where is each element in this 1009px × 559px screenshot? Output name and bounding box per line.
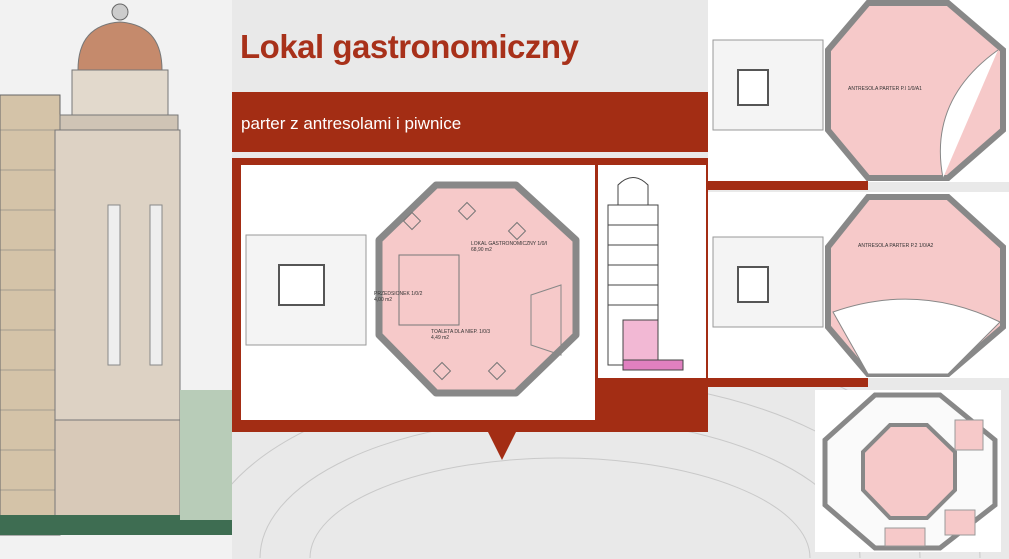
slide-title: Lokal gastronomiczny bbox=[240, 28, 579, 65]
room-area-hall: 4,00 m2 bbox=[374, 297, 392, 303]
ground-floor-plan: LOKAL GASTRONOMICZNY 1/0/I 68,90 m2 PRZE… bbox=[241, 165, 595, 420]
room-area-wc: 4,49 m2 bbox=[431, 335, 449, 341]
basement-plan bbox=[815, 390, 1001, 552]
accent-strip bbox=[708, 378, 868, 387]
mezzanine-1-plan: ANTRESOLA PARTER P.I 1/0/A1 bbox=[708, 0, 1009, 182]
building-section bbox=[598, 165, 706, 378]
callout-pointer bbox=[488, 432, 516, 460]
room-label-mid: ANTRESOLA PARTER P.2 1/0/A2 bbox=[858, 243, 934, 249]
slide-subtitle: parter z antresolami i piwnice bbox=[241, 114, 462, 133]
mezzanine-2-plan: ANTRESOLA PARTER P.2 1/0/A2 bbox=[708, 192, 1009, 378]
room-area-main: 68,90 m2 bbox=[471, 247, 492, 253]
room-label-wc: TOALETA DLA NIEP. 1/0/3 bbox=[431, 329, 490, 335]
room-label-hall: PRZEDSIONEK 1/0/2 bbox=[374, 291, 423, 297]
subtitle-band bbox=[232, 92, 708, 152]
accent-strip bbox=[708, 181, 868, 190]
room-label-main: LOKAL GASTRONOMICZNY 1/0/I bbox=[471, 241, 547, 247]
room-label-top: ANTRESOLA PARTER P.I 1/0/A1 bbox=[848, 86, 922, 92]
tower-elevation-drawing bbox=[0, 0, 232, 559]
